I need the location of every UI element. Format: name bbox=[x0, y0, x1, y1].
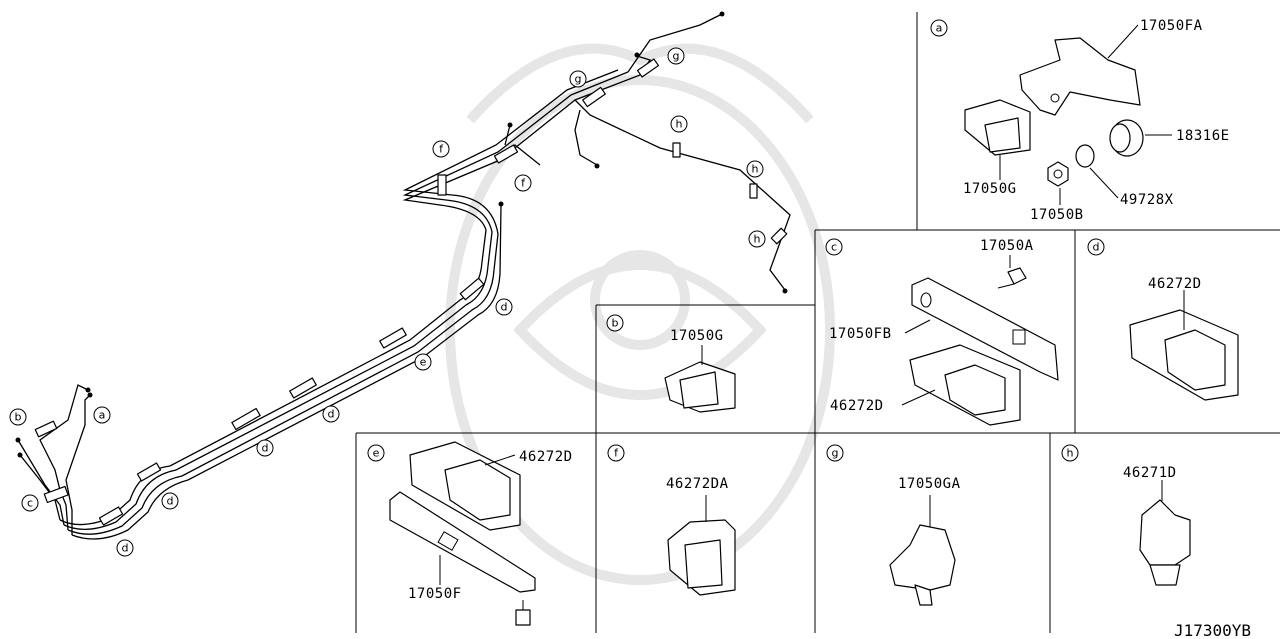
panel-d: d 46272D bbox=[1087, 238, 1239, 401]
panel-f-letter: f bbox=[607, 444, 625, 462]
callout-letter: e bbox=[373, 447, 380, 460]
part-number-label: 46272D bbox=[1148, 276, 1202, 292]
callout-letter: a bbox=[936, 22, 943, 35]
part-number-label: 17050B bbox=[1030, 207, 1084, 223]
part-number-label: 17050F bbox=[408, 586, 462, 602]
part-number-label: 46272DA bbox=[666, 476, 729, 492]
part-number-label: 17050G bbox=[670, 328, 724, 344]
panel-d-letter: d bbox=[1087, 238, 1105, 256]
callout-d-2: d bbox=[161, 492, 179, 510]
part-number-label: 18316E bbox=[1176, 128, 1230, 144]
line-clips bbox=[34, 58, 788, 526]
panel-b-letter: b bbox=[606, 314, 624, 332]
callout-h-1: h bbox=[670, 115, 688, 133]
panel-g-letter: g bbox=[826, 444, 844, 462]
panel-c: c 17050A 17050FB 46272D bbox=[825, 238, 1059, 426]
panel-c-letter: c bbox=[825, 238, 843, 256]
callout-a: a bbox=[93, 406, 111, 424]
callout-letter: g bbox=[832, 447, 839, 460]
panel-h: h 46271D bbox=[1061, 444, 1191, 586]
callout-b: b bbox=[9, 408, 27, 426]
callout-letter: c bbox=[831, 241, 837, 254]
part-number-label: 46272D bbox=[830, 398, 884, 414]
callout-d-5: d bbox=[495, 298, 513, 316]
part-number-label: 17050GA bbox=[898, 476, 961, 492]
callout-d-1: d bbox=[116, 539, 134, 557]
callout-letter: h bbox=[1067, 447, 1074, 460]
callout-letter: h bbox=[752, 163, 759, 176]
panel-borders bbox=[355, 12, 1280, 633]
callout-letter: d bbox=[328, 408, 335, 421]
panel-a-letter: a bbox=[930, 19, 948, 37]
callout-letter: h bbox=[754, 233, 761, 246]
panel-e: e 46272D 17050F bbox=[367, 441, 573, 626]
callout-g-1: g bbox=[569, 70, 587, 88]
panel-b: b 17050G bbox=[606, 314, 736, 413]
callout-letter: a bbox=[99, 409, 106, 422]
callout-letter: d bbox=[262, 442, 269, 455]
callout-letter: c bbox=[27, 497, 33, 510]
diagram-ref-code: J17300YB bbox=[1174, 621, 1251, 639]
part-number-label: 46272D bbox=[519, 449, 573, 465]
callout-letter: b bbox=[15, 411, 22, 424]
callout-letter: f bbox=[614, 447, 619, 460]
callout-h-2: h bbox=[746, 160, 764, 178]
part-number-label: 17050G bbox=[963, 181, 1017, 197]
callout-letter: d bbox=[122, 542, 129, 555]
callout-h-3: h bbox=[748, 230, 766, 248]
part-number-label: 17050FA bbox=[1140, 18, 1203, 34]
callout-g-2: g bbox=[667, 47, 685, 65]
callout-letter: d bbox=[1093, 241, 1100, 254]
callout-f-2: f bbox=[514, 174, 532, 192]
panel-h-letter: h bbox=[1061, 444, 1079, 462]
callout-d-4: d bbox=[322, 405, 340, 423]
part-number-label: 46271D bbox=[1123, 465, 1177, 481]
part-number-label: 49728X bbox=[1120, 192, 1174, 208]
panel-a: a 17050FA 18316E 17050G 49728X 17050B bbox=[930, 18, 1230, 223]
callout-d-3: d bbox=[256, 439, 274, 457]
panel-g: g 17050GA bbox=[826, 444, 961, 606]
callout-f-1: f bbox=[432, 140, 450, 158]
callout-e: e bbox=[414, 353, 432, 371]
callout-letter: d bbox=[167, 495, 174, 508]
callout-letter: d bbox=[501, 301, 508, 314]
callout-letter: g bbox=[673, 50, 680, 63]
part-number-label: 17050FB bbox=[829, 326, 892, 342]
panel-e-letter: e bbox=[367, 444, 385, 462]
callout-c: c bbox=[21, 494, 39, 512]
callout-letter: g bbox=[575, 73, 582, 86]
callout-letter: b bbox=[612, 317, 619, 330]
callout-letter: f bbox=[439, 143, 444, 156]
callout-letter: f bbox=[521, 177, 526, 190]
part-number-label: 17050A bbox=[980, 238, 1034, 254]
callout-letter: e bbox=[420, 356, 427, 369]
panel-f: f 46272DA bbox=[607, 444, 736, 596]
callout-letter: h bbox=[676, 118, 683, 131]
